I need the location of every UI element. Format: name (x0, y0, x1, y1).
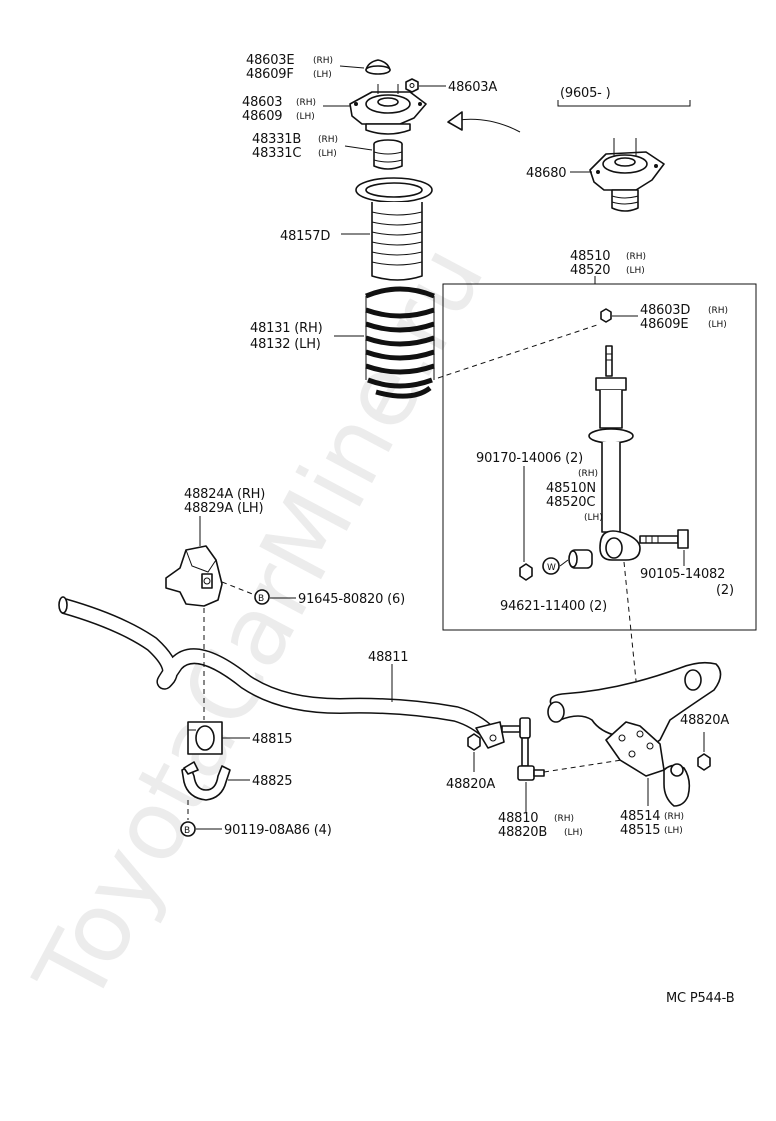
svg-text:48510N: 48510N (546, 481, 596, 496)
drawing-code: MC P544-B (666, 991, 734, 1006)
svg-text:48520: 48520 (570, 263, 610, 278)
link-nut-right-part[interactable] (697, 753, 711, 771)
callout-washer: 94621-11400 (2) (500, 599, 607, 614)
callout-clamp-bolt: 90119-08A86 (4) (224, 823, 332, 838)
svg-text:48514: 48514 (620, 809, 660, 824)
svg-text:(RH): (RH) (296, 98, 316, 108)
callout-dust-boot: 48157D (280, 229, 330, 244)
callout-alt-support: 48680 (526, 166, 566, 181)
callout-absorber-rh: (RH) (578, 469, 598, 479)
svg-text:(RH): (RH) (626, 252, 646, 262)
stabilizer-bar-part[interactable] (58, 596, 505, 749)
svg-text:(2): (2) (716, 583, 734, 598)
callout-shock-assy: 48510 (RH) 48520 (LH) (570, 249, 646, 278)
svg-text:(RH): (RH) (318, 135, 338, 145)
washer-part[interactable]: W (542, 557, 560, 575)
svg-text:48131 (RH): 48131 (RH) (250, 321, 322, 336)
svg-text:(LH): (LH) (564, 828, 583, 838)
shock-nut-part[interactable] (600, 308, 612, 323)
shock-collar-part[interactable] (568, 549, 593, 569)
svg-text:48820B: 48820B (498, 825, 547, 840)
callout-lower-bolt: 90105-14082 (2) (640, 567, 734, 598)
svg-text:(LH): (LH) (296, 112, 315, 122)
svg-text:48603D: 48603D (640, 303, 690, 318)
shock-absorber-part[interactable] (588, 345, 641, 561)
alt-support-date-range: (9605- ) (560, 86, 610, 101)
svg-text:48609: 48609 (242, 109, 282, 124)
callout-stabilizer-bushing: 48815 (252, 732, 292, 747)
alt-strut-support-part[interactable] (589, 138, 665, 212)
coil-spring-part[interactable] (365, 286, 435, 399)
svg-text:(LH): (LH) (664, 826, 683, 836)
stabilizer-bracket-part[interactable] (165, 545, 223, 607)
callout-link-nut-left: 48820A (446, 777, 495, 792)
callout-shock-nut: 48603D (RH) 48609E (LH) (640, 303, 728, 332)
svg-text:(LH): (LH) (318, 149, 337, 159)
stabilizer-link-part[interactable] (501, 717, 545, 781)
clamp-bolt-marker: B (184, 826, 190, 836)
svg-text:(LH): (LH) (313, 70, 332, 80)
callout-absorber: 48510N 48520C (LH) (546, 481, 603, 523)
callout-link-nut-right: 48820A (680, 713, 729, 728)
callout-stabilizer-bar: 48811 (368, 650, 408, 665)
stabilizer-bushing-part[interactable] (187, 721, 223, 755)
strut-support-part[interactable] (349, 84, 427, 135)
callout-bound-stopper: 48331B (RH) 48331C (LH) (252, 132, 338, 161)
bushing-clamp-part[interactable] (181, 761, 231, 801)
support-cushion-part[interactable] (365, 59, 391, 75)
bound-stopper-part[interactable] (373, 139, 403, 170)
callout-lower-arm: 48514 (RH) 48515 (LH) (620, 809, 684, 838)
svg-text:(RH): (RH) (313, 56, 333, 66)
svg-text:48331B: 48331B (252, 132, 301, 147)
svg-text:48829A (LH): 48829A (LH) (184, 501, 263, 516)
svg-text:48824A (RH): 48824A (RH) (184, 487, 265, 502)
callout-coil-spring: 48131 (RH) 48132 (LH) (250, 321, 323, 352)
callout-strut-support: 48603 (RH) 48609 (LH) (242, 95, 316, 124)
svg-text:48331C: 48331C (252, 146, 301, 161)
svg-text:(LH): (LH) (708, 320, 727, 330)
callout-stabilizer-link: 48810 (RH) 48820B (LH) (498, 811, 583, 840)
svg-text:(LH): (LH) (584, 513, 603, 523)
link-nut-left-part[interactable] (467, 733, 481, 751)
lower-mount-bolt-part[interactable] (639, 529, 689, 549)
bracket-bolt-marker: B (258, 594, 264, 604)
bracket-bolt-part[interactable]: B (254, 589, 270, 605)
clamp-bolt-part[interactable]: B (180, 821, 196, 837)
svg-text:48515: 48515 (620, 823, 660, 838)
svg-text:(RH): (RH) (664, 812, 684, 822)
svg-text:48510: 48510 (570, 249, 610, 264)
callout-bracket: 48824A (RH) 48829A (LH) (184, 487, 265, 516)
svg-text:90105-14082: 90105-14082 (640, 567, 725, 582)
lower-arm-part[interactable] (547, 661, 722, 807)
callout-support-cushion: 48603E (RH) 48609F (LH) (246, 53, 333, 82)
lower-nut-part[interactable] (519, 563, 533, 581)
svg-text:(RH): (RH) (554, 814, 574, 824)
support-nut-part[interactable] (405, 78, 419, 93)
svg-text:(RH): (RH) (708, 306, 728, 316)
svg-text:48132 (LH): 48132 (LH) (250, 337, 321, 352)
dust-boot-part[interactable] (355, 177, 433, 281)
callout-bracket-bolt: 91645-80820 (6) (298, 592, 405, 607)
shock-absorber-assembly-box (442, 283, 757, 631)
svg-text:48609F: 48609F (246, 67, 294, 82)
svg-text:48520C: 48520C (546, 495, 595, 510)
callout-lower-nut: 90170-14006 (2) (476, 451, 583, 466)
svg-text:(LH): (LH) (626, 266, 645, 276)
callout-bushing-clamp: 48825 (252, 774, 292, 789)
svg-text:48603E: 48603E (246, 53, 294, 68)
svg-text:48609E: 48609E (640, 317, 688, 332)
svg-text:48603: 48603 (242, 95, 282, 110)
washer-marker: W (547, 563, 556, 573)
svg-text:48810: 48810 (498, 811, 538, 826)
callout-support-nut: 48603A (448, 80, 497, 95)
